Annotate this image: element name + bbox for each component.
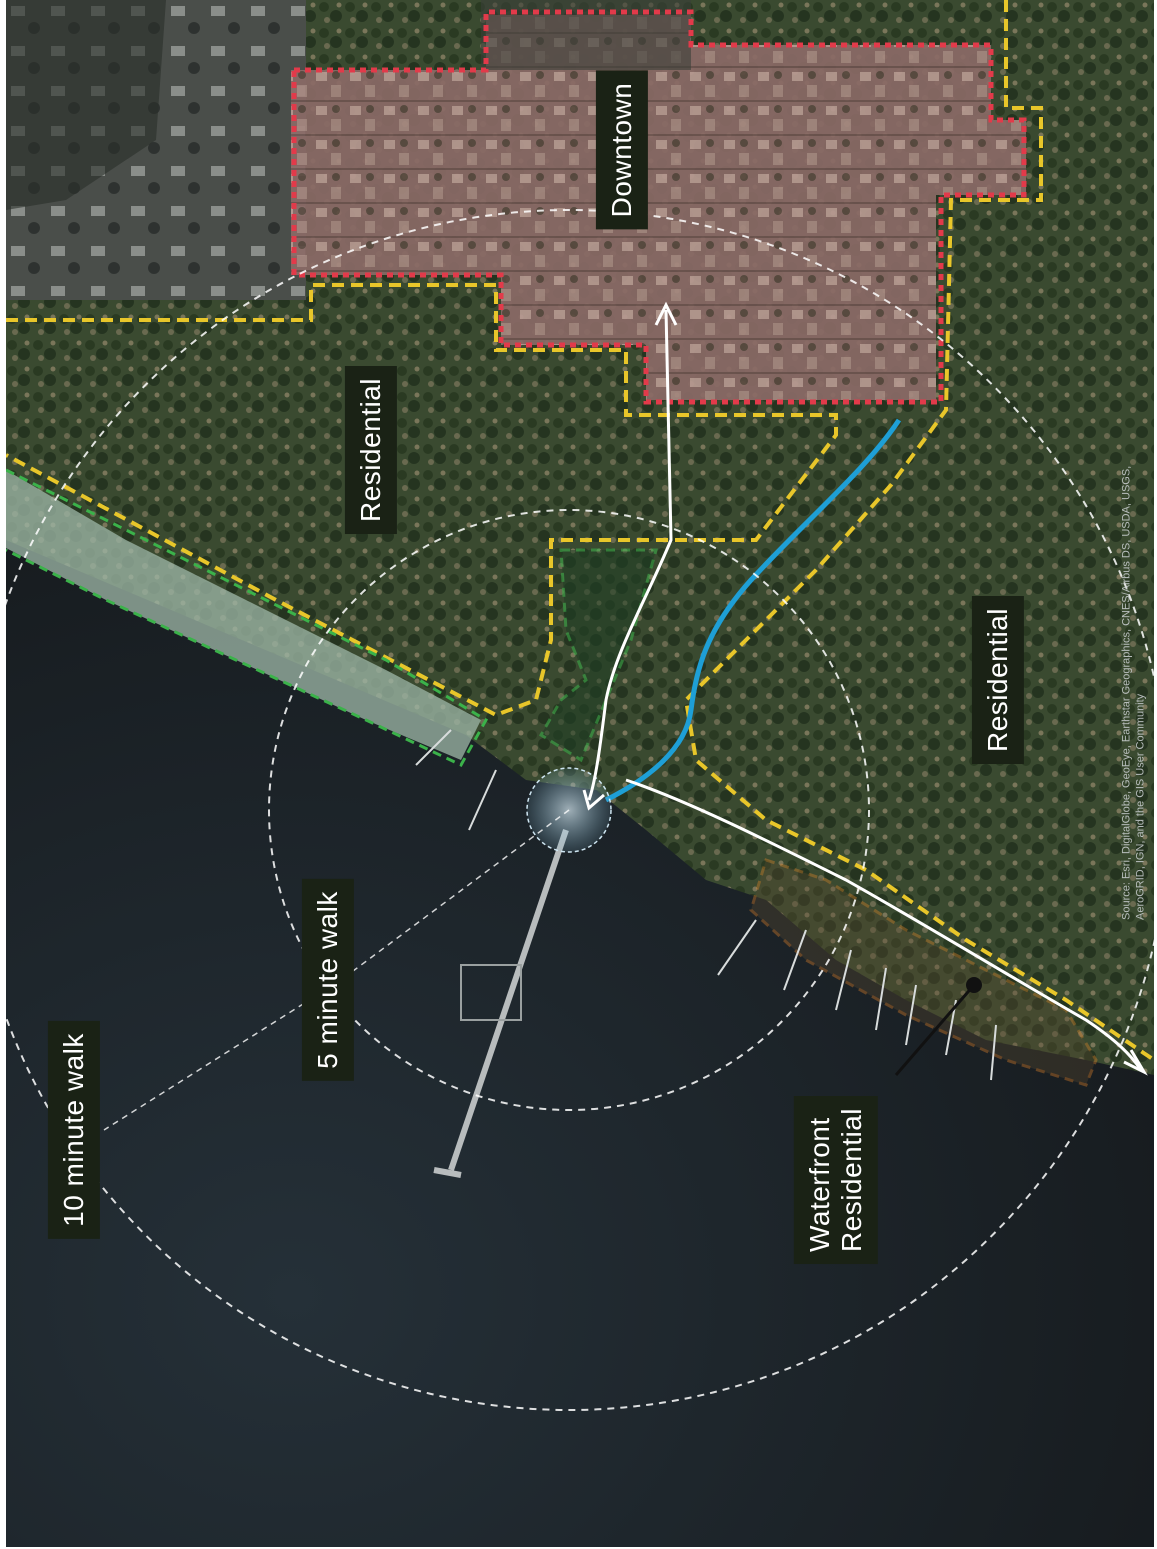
creek	[604, 418, 902, 803]
ten-minute-walk-radius	[6, 209, 1154, 1411]
route-arrowhead-shore	[582, 789, 605, 811]
residential-west-boundary	[6, 283, 838, 718]
waterfront-pointer-line	[894, 984, 976, 1076]
docks	[415, 729, 997, 1081]
label-ten-minute-walk: 10 minute walk	[47, 1021, 101, 1239]
label-residential-east: Residential	[971, 595, 1025, 765]
label-waterfront-line1: Waterfront	[803, 1117, 835, 1253]
downtown-boundary	[291, 9, 1027, 405]
walk-radius-leader-10	[103, 979, 342, 1131]
label-residential-west: Residential	[344, 365, 398, 535]
waterfront-pointer-dot	[966, 977, 982, 993]
five-minute-walk-radius	[268, 509, 870, 1111]
route-arrowhead-east	[1123, 1049, 1148, 1076]
label-five-minute-walk: 5 minute walk	[301, 879, 355, 1081]
label-waterfront-line2: Residential	[836, 1107, 867, 1253]
water-body	[6, 540, 1154, 1547]
walk-radius-leader-5	[340, 809, 570, 981]
attribution-line2: AeroGRID, IGN, and the GIS User Communit…	[1135, 693, 1147, 920]
waterfront-residential-boundary	[749, 858, 1098, 1087]
label-downtown: Downtown	[595, 70, 649, 230]
route-arrowhead-north	[654, 301, 678, 326]
downtown-area	[291, 15, 1026, 400]
beach-park-boundary	[6, 468, 489, 767]
pier	[448, 829, 569, 1171]
route-along-shore	[625, 778, 1143, 1071]
beach	[6, 470, 481, 760]
industrial-shadow	[6, 0, 166, 210]
marina	[460, 964, 522, 1021]
residential-east-boundary	[683, 0, 1154, 1062]
route-to-downtown	[587, 309, 673, 801]
pier-end	[433, 1167, 462, 1178]
central-park-boundary	[538, 548, 658, 763]
attribution-line1: Source: Esri, DigitalGlobe, GeoEye, Eart…	[1120, 465, 1133, 920]
map-canvas	[6, 0, 1154, 1547]
map-attribution: Source: Esri, DigitalGlobe, GeoEye, Eart…	[1120, 200, 1149, 920]
aerial-map: Downtown Residential Residential 5 minut…	[6, 0, 1154, 1547]
label-waterfront-residential: Waterfront Residential	[793, 1095, 879, 1265]
